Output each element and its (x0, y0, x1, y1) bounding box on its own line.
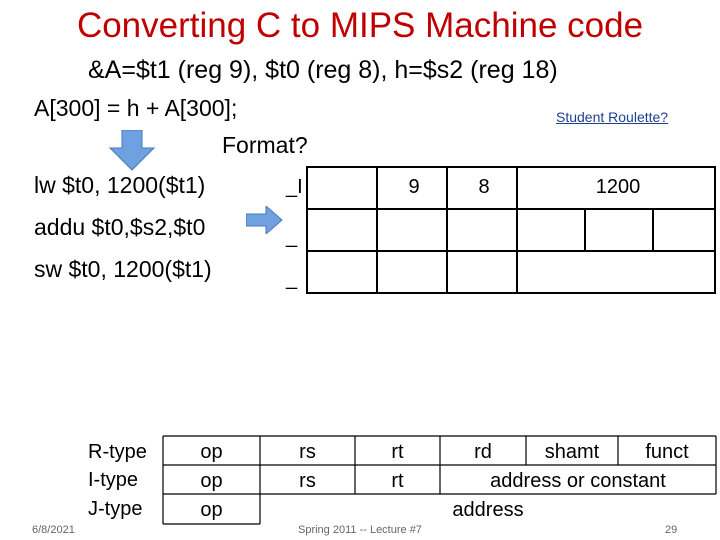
lw-rt-value: 8 (478, 176, 490, 198)
asm-sw: sw $t0, 1200($t1) (34, 256, 212, 282)
lw-imm-value: 1200 (595, 176, 641, 198)
asm-lw: lw $t0, 1200($t1) (34, 172, 206, 198)
rtype-shamt: shamt (544, 441, 600, 463)
right-arrow-icon (246, 206, 283, 234)
rtype-rt: rt (391, 441, 404, 463)
rtype-rd: rd (474, 441, 492, 463)
rtype-label: R-type (88, 441, 147, 463)
itype-label: I-type (88, 469, 139, 491)
student-roulette-link[interactable]: Student Roulette? (556, 109, 669, 125)
footer-center: Spring 2011 -- Lecture #7 (298, 524, 422, 536)
itype-imm: address or constant (490, 470, 666, 492)
format-addu: _ (286, 226, 298, 248)
rtype-op: op (200, 441, 223, 463)
sw-imm-field (516, 250, 716, 294)
footer-page: 29 (665, 524, 678, 536)
slide-subtitle: &A=$t1 (reg 9), $t0 (reg 8), h=$s2 (reg … (88, 56, 558, 84)
itype-rs: rs (299, 470, 316, 492)
itype-op: op (200, 470, 223, 492)
rtype-rs: rs (299, 441, 316, 463)
format-sw: _ (286, 268, 298, 290)
jtype-label: J-type (88, 498, 143, 520)
jtype-op: op (200, 499, 223, 521)
footer-date: 6/8/2021 (32, 524, 75, 536)
rtype-funct: funct (645, 441, 689, 463)
lw-rs-value: 9 (408, 176, 420, 198)
format-lw: _I (286, 176, 303, 198)
slide-title: Converting C to MIPS Machine code (76, 6, 644, 45)
asm-addu: addu $t0,$s2,$t0 (34, 214, 206, 240)
format-question: Format? (222, 132, 308, 158)
itype-rt: rt (391, 470, 404, 492)
jtype-address: address (452, 499, 524, 521)
down-arrow-icon (108, 130, 156, 171)
c-statement: A[300] = h + A[300]; (34, 95, 238, 121)
